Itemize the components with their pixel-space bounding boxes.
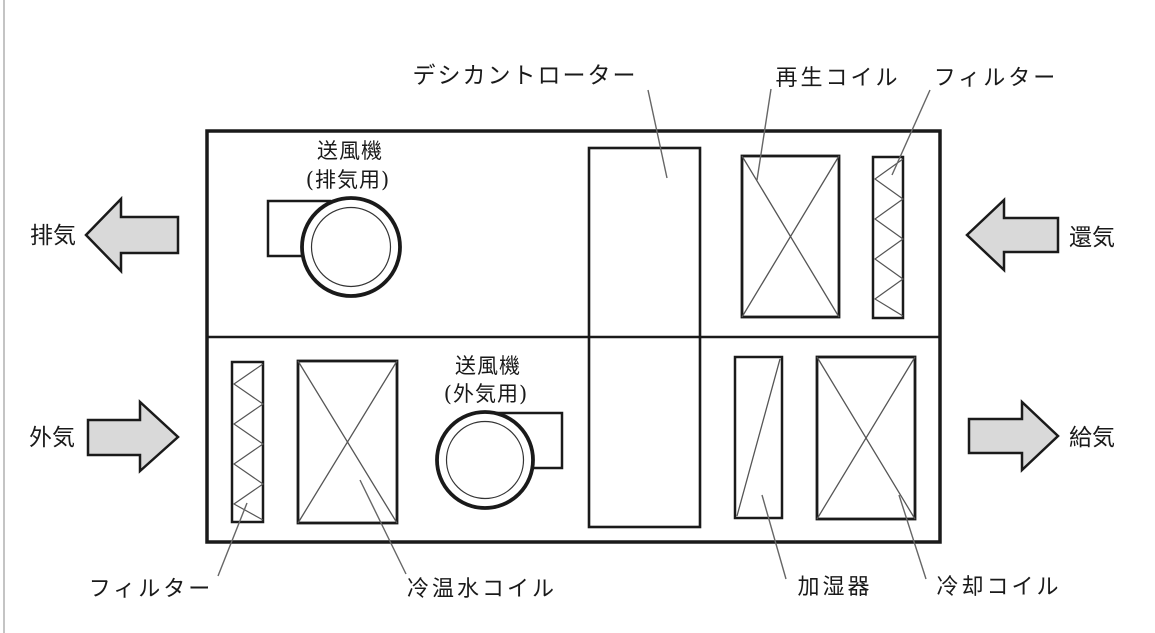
fan-outside-impeller-outer	[435, 410, 535, 510]
fan-exhaust	[266, 196, 402, 298]
leader-chilled-hot-water-coil	[359, 479, 407, 575]
label-return-air: 還気	[1069, 225, 1115, 251]
fan-exhaust-impeller-outer	[300, 196, 402, 298]
leader-regeneration-coil	[756, 88, 772, 181]
label-fan-exhaust-line1: 送風機	[317, 139, 383, 163]
leader-humidifier	[761, 494, 787, 580]
label-exhaust-air: 排気	[30, 223, 76, 249]
label-regeneration-coil: 再生コイル	[775, 66, 900, 91]
desiccant-rotor	[587, 146, 702, 529]
leader-filter-lower	[217, 502, 248, 577]
arrow-return-air	[965, 197, 1060, 273]
label-cooling-coil: 冷却コイル	[936, 575, 1061, 600]
leader-cooling-coil	[898, 494, 927, 580]
label-fan-outside-line1: 送風機	[455, 354, 521, 378]
label-fan-outside-line2: (外気用)	[444, 382, 528, 406]
humidifier	[733, 355, 784, 520]
leader-filter-upper	[891, 89, 931, 176]
arrow-exhaust-air	[84, 195, 180, 275]
regeneration-coil	[740, 154, 841, 319]
cooling-coil	[815, 355, 917, 521]
arrow-supply-air	[967, 399, 1060, 473]
label-fan-exhaust-line2: (排気用)	[306, 168, 390, 192]
label-filter-upper: フィルター	[934, 66, 1059, 91]
filter-upper	[871, 155, 905, 320]
fan-outside	[435, 410, 564, 510]
chilled-hot-water-coil	[296, 359, 399, 525]
label-chilled-hot-water-coil: 冷温水コイル	[407, 577, 557, 602]
fan-exhaust-impeller-inner	[310, 206, 392, 288]
label-filter-lower: フィルター	[89, 577, 214, 602]
label-supply-air: 給気	[1069, 425, 1115, 451]
arrow-outside-air	[86, 399, 180, 474]
leader-desiccant-rotor	[647, 89, 668, 179]
filter-lower	[230, 360, 265, 524]
label-humidifier: 加湿器	[797, 575, 872, 600]
label-outside-air: 外気	[29, 425, 75, 451]
fan-outside-impeller-inner	[445, 420, 525, 500]
label-desiccant-rotor: デシカントローター	[413, 63, 638, 89]
